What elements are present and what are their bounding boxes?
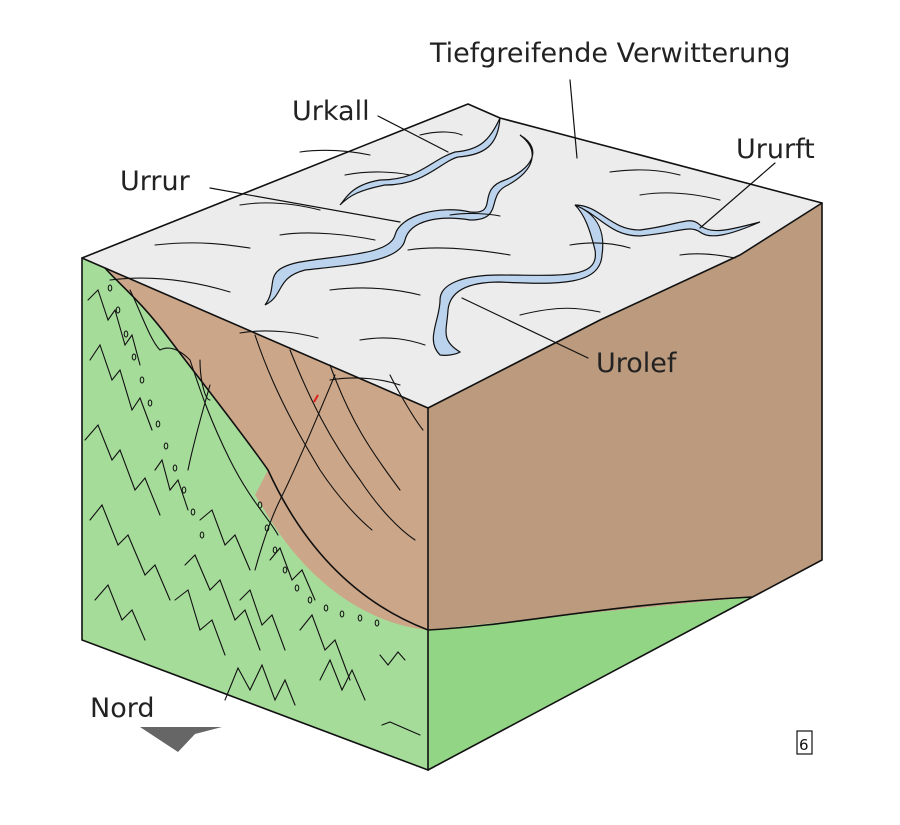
label-urolef: Urolef xyxy=(596,348,678,379)
label-urkall: Urkall xyxy=(292,96,370,127)
label-weathering: Tiefgreifende Verwitterung xyxy=(429,38,791,69)
label-north: Nord xyxy=(90,693,154,724)
rivers xyxy=(264,117,761,356)
label-urrur: Urrur xyxy=(120,166,191,197)
river-urolef xyxy=(432,204,604,356)
north-arrow-icon xyxy=(140,727,222,752)
river-urkall xyxy=(339,117,501,206)
figure-number-box xyxy=(796,730,813,755)
river-main xyxy=(264,134,534,306)
leader-lines xyxy=(209,79,776,359)
figure-number: 6 xyxy=(799,736,809,754)
river-ururft xyxy=(574,204,761,237)
strata-lines xyxy=(129,289,424,571)
label-ururft: Ururft xyxy=(736,134,815,165)
schist-zigzags xyxy=(84,288,421,736)
pebble-marks xyxy=(107,284,380,627)
right-face-brown xyxy=(428,203,822,630)
block-outline xyxy=(81,202,823,772)
surface-texture xyxy=(109,131,736,386)
fault-red-mark xyxy=(313,394,319,403)
top-surface xyxy=(81,103,823,409)
left-face-brown xyxy=(105,268,428,630)
